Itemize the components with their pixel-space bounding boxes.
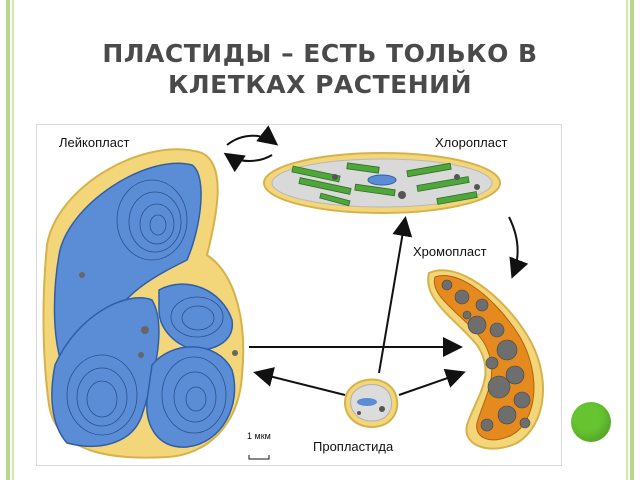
arrow-leucoplast-to-chloroplast bbox=[226, 125, 279, 146]
arrow-chloroplast-to-leucoplast bbox=[223, 152, 273, 173]
plastids-diagram-canvas: Лейкопласт Хлоропласт Хромопласт bbox=[42, 125, 544, 460]
decorative-green-circle bbox=[571, 402, 611, 442]
slide-frame-left bbox=[6, 0, 10, 480]
arrow-proplastid-to-chloroplast bbox=[378, 216, 413, 374]
leucoplast bbox=[42, 148, 245, 459]
arrow-chloroplast-to-chromoplast bbox=[508, 216, 529, 279]
slide-frame-right bbox=[630, 0, 634, 480]
plastids-diagram: Лейкопласт Хлоропласт Хромопласт bbox=[36, 124, 562, 466]
slide-title: ПЛАСТИДЫ – ЕСТЬ ТОЛЬКО В КЛЕТКАХ РАСТЕНИ… bbox=[102, 39, 538, 99]
arrow-proplastid-to-leucoplast bbox=[253, 367, 346, 396]
proplastid bbox=[344, 378, 399, 429]
label-chromoplast: Хромопласт bbox=[413, 244, 487, 259]
scale-bar bbox=[248, 455, 270, 460]
label-leucoplast: Лейкопласт bbox=[59, 135, 129, 150]
scale-bar-label: 1 мкм bbox=[247, 431, 271, 441]
chloroplast bbox=[263, 152, 501, 214]
chromoplast bbox=[427, 269, 544, 450]
arrow-proplastid-to-chromoplast bbox=[398, 368, 466, 396]
slide-frame-left-inner bbox=[12, 0, 14, 480]
slide-frame-right-inner bbox=[626, 0, 628, 480]
label-chloroplast: Хлоропласт bbox=[435, 135, 507, 150]
label-proplastid: Пропластида bbox=[313, 439, 394, 454]
